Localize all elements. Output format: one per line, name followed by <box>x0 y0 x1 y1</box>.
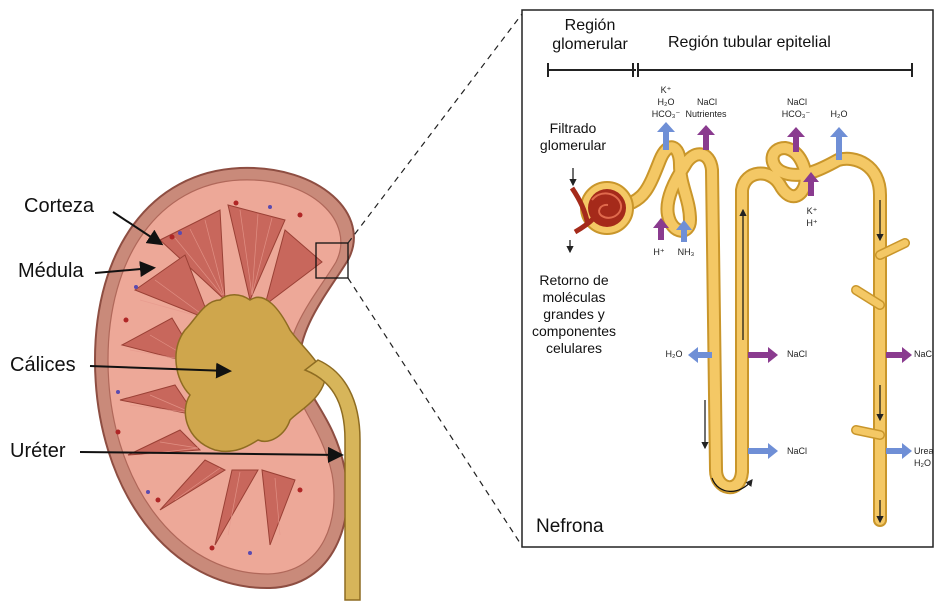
label-nacl-right: NaCl <box>914 349 934 360</box>
label-corteza: Corteza <box>24 195 94 218</box>
label-k-top: K⁺ <box>656 85 676 96</box>
label-h2o-top2: H₂O <box>825 109 853 120</box>
label-retorno: Retorno de moléculas grandes y component… <box>524 272 624 357</box>
label-nacl-top2: NaCl <box>782 97 812 108</box>
label-region-glomerular: Región glomerular <box>540 16 640 54</box>
label-hco3-top1: HCO₃⁻ <box>648 109 684 120</box>
label-medula: Médula <box>18 260 84 283</box>
label-h2o-right: H₂O <box>914 458 934 469</box>
label-region-tubular: Región tubular epitelial <box>668 34 831 52</box>
label-nacl-top1: NaCl <box>692 97 722 108</box>
label-h2o-left: H₂O <box>660 349 688 360</box>
zoom-line-bottom <box>348 278 522 546</box>
label-h-lower: H⁺ <box>649 247 669 258</box>
label-k-mid: K⁺ <box>802 206 822 217</box>
kidney <box>95 168 360 600</box>
label-filtrado: Filtrado glomerular <box>530 120 616 154</box>
label-urea: Urea <box>914 446 934 457</box>
label-nutrientes: Nutrientes <box>680 109 732 120</box>
label-h-mid: H⁺ <box>802 218 822 229</box>
label-nacl-mid: NaCl <box>782 349 812 360</box>
label-nh3: NH₃ <box>674 247 698 258</box>
label-ureter: Uréter <box>10 440 66 463</box>
label-nefrona: Nefrona <box>536 516 604 538</box>
label-nacl-low: NaCl <box>782 446 812 457</box>
label-h2o-top1: H₂O <box>652 97 680 108</box>
label-calices: Cálices <box>10 354 76 377</box>
zoom-line-top <box>348 14 522 243</box>
label-hco3-top2: HCO₃⁻ <box>778 109 814 120</box>
